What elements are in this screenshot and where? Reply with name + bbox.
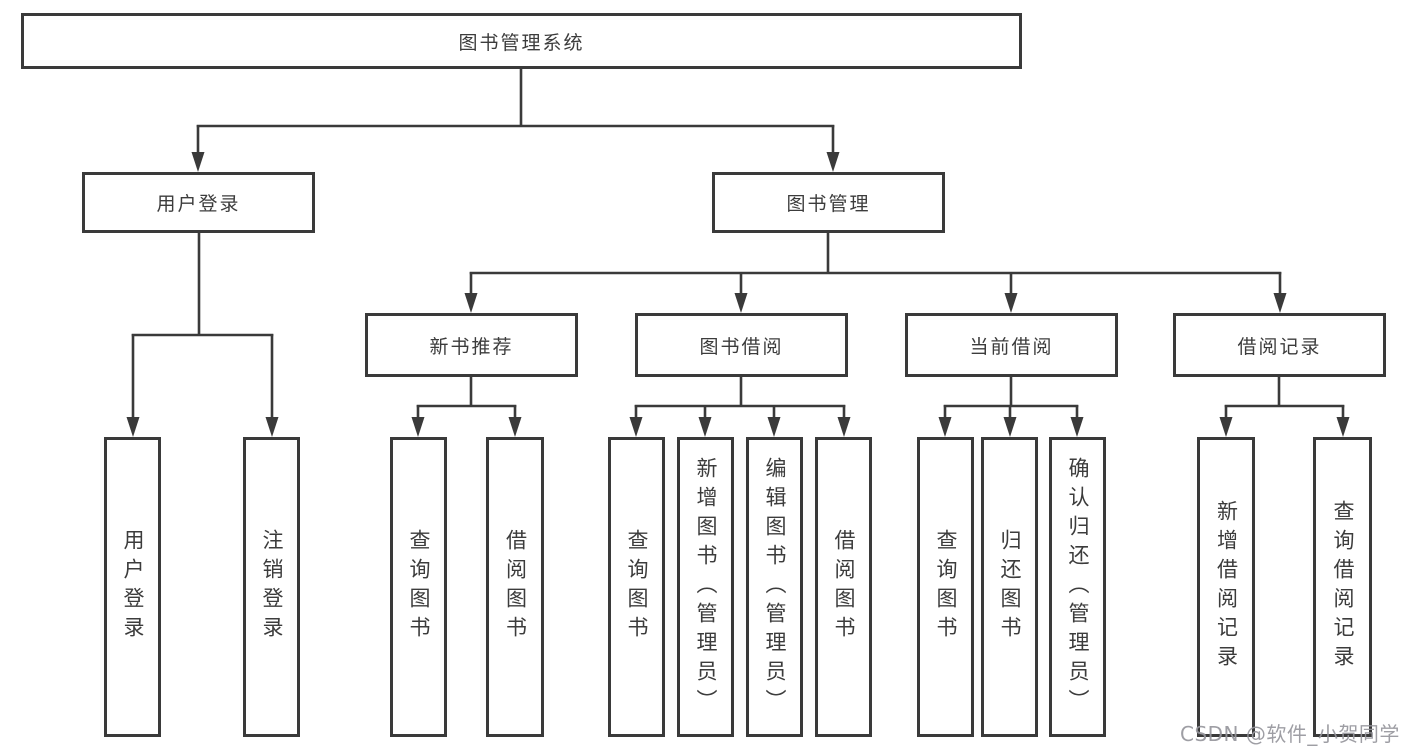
leaf-confirm-return-admin: 确认归还（管理员） [1049,437,1106,737]
node-book-management-label: 图书管理 [786,193,871,215]
leaf-edit-book-admin-label: 编辑图书（管理员） [763,456,787,718]
leaf-query-borrow-record-label: 查询借阅记录 [1331,500,1355,674]
node-current-borrow-label: 当前借阅 [969,335,1054,358]
node-new-book-recommend-label: 新书推荐 [429,335,514,358]
leaf-newbook-borrow-book-label: 借阅图书 [503,529,528,645]
leaf-logout: 注销登录 [243,437,300,737]
node-borrow-record-label: 借阅记录 [1237,335,1322,358]
node-borrow-record: 借阅记录 [1173,313,1386,377]
leaf-current-query-book: 查询图书 [917,437,974,737]
leaf-return-book: 归还图书 [981,437,1038,737]
leaf-add-book-admin: 新增图书（管理员） [677,437,734,737]
leaf-user-login: 用户登录 [104,437,161,737]
leaf-borrow-query-book-label: 查询图书 [625,529,649,645]
leaf-user-login-label: 用户登录 [121,529,145,645]
leaf-borrow-book-label: 借阅图书 [832,529,856,645]
leaf-logout-label: 注销登录 [260,529,284,645]
leaf-add-book-admin-label: 新增图书（管理员） [694,456,718,718]
leaf-borrow-query-book: 查询图书 [608,437,665,737]
leaf-add-borrow-record-label: 新增借阅记录 [1214,500,1239,674]
leaf-borrow-book: 借阅图书 [815,437,872,737]
leaf-newbook-query-book-label: 查询图书 [407,529,431,645]
leaf-query-borrow-record: 查询借阅记录 [1313,437,1372,737]
watermark: CSDN @软件_小贺同学 [1180,722,1400,746]
leaf-edit-book-admin: 编辑图书（管理员） [746,437,803,737]
node-book-borrow-label: 图书借阅 [699,335,784,358]
leaf-add-borrow-record: 新增借阅记录 [1197,437,1255,737]
node-root: 图书管理系统 [21,13,1022,69]
node-book-management: 图书管理 [712,172,945,233]
leaf-current-query-book-label: 查询图书 [934,529,958,645]
node-user-login: 用户登录 [82,172,315,233]
node-root-label: 图书管理系统 [458,31,585,54]
node-user-login-label: 用户登录 [156,193,241,215]
leaf-newbook-borrow-book: 借阅图书 [486,437,544,737]
node-current-borrow: 当前借阅 [905,313,1118,377]
leaf-return-book-label: 归还图书 [998,529,1022,645]
leaf-newbook-query-book: 查询图书 [390,437,447,737]
node-book-borrow: 图书借阅 [635,313,848,377]
leaf-confirm-return-admin-label: 确认归还（管理员） [1066,456,1090,718]
node-new-book-recommend: 新书推荐 [365,313,578,377]
